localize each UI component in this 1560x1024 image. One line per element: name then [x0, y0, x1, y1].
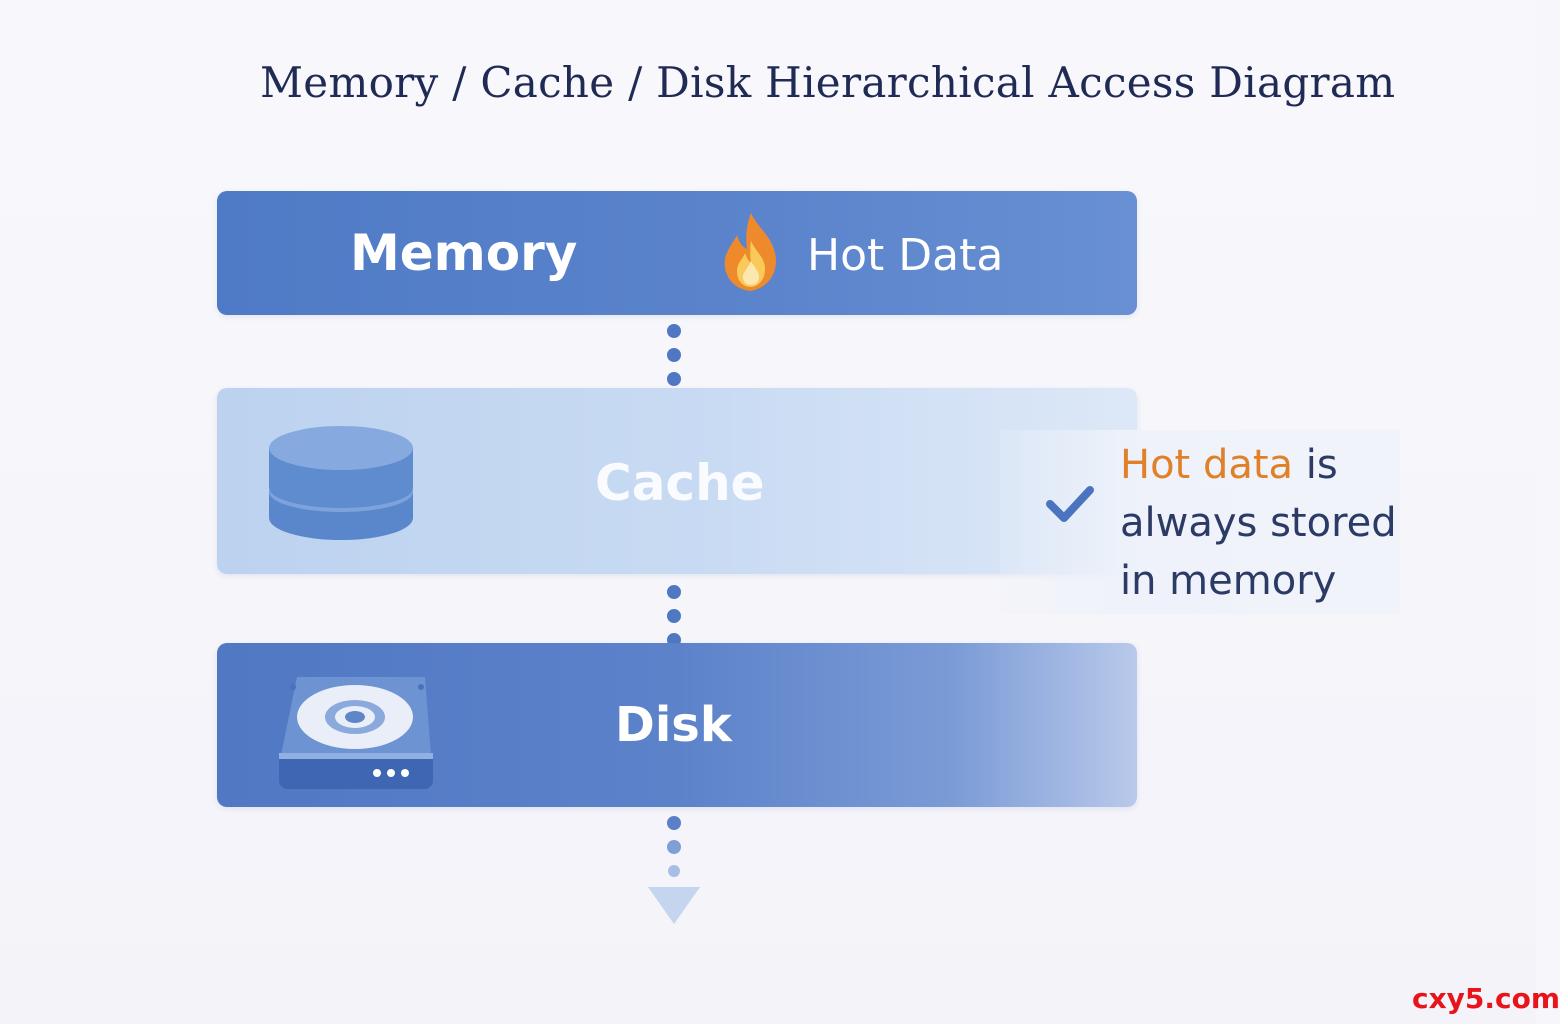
note-highlight: Hot data [1120, 442, 1294, 488]
cache-label: Cache [595, 454, 765, 512]
hot-data-label: Hot Data [807, 230, 1004, 281]
note-callout [1000, 430, 1400, 614]
layer-cache: Cache [217, 388, 1137, 574]
connector-disk-down [667, 816, 681, 877]
memory-label: Memory [350, 224, 578, 282]
flame-icon [724, 213, 776, 291]
checkmark-icon [1046, 486, 1094, 522]
note-text: Hot data is always stored in memory [1120, 436, 1420, 610]
note-line-3: in memory [1120, 558, 1337, 604]
disk-label: Disk [615, 697, 732, 753]
layer-disk: Disk [217, 643, 1137, 807]
layer-memory: Memory Hot Data [217, 191, 1137, 315]
note-line-1: Hot data is [1120, 436, 1420, 494]
down-arrow-icon [648, 887, 700, 924]
note-line-1-rest: is [1293, 442, 1338, 488]
note-line-2: always stored [1120, 500, 1397, 546]
hard-disk-icon [279, 677, 433, 789]
database-icon [269, 426, 413, 540]
watermark: cxy5.com [1412, 982, 1560, 1015]
diagram-title: Memory / Cache / Disk Hierarchical Acces… [260, 58, 1396, 107]
